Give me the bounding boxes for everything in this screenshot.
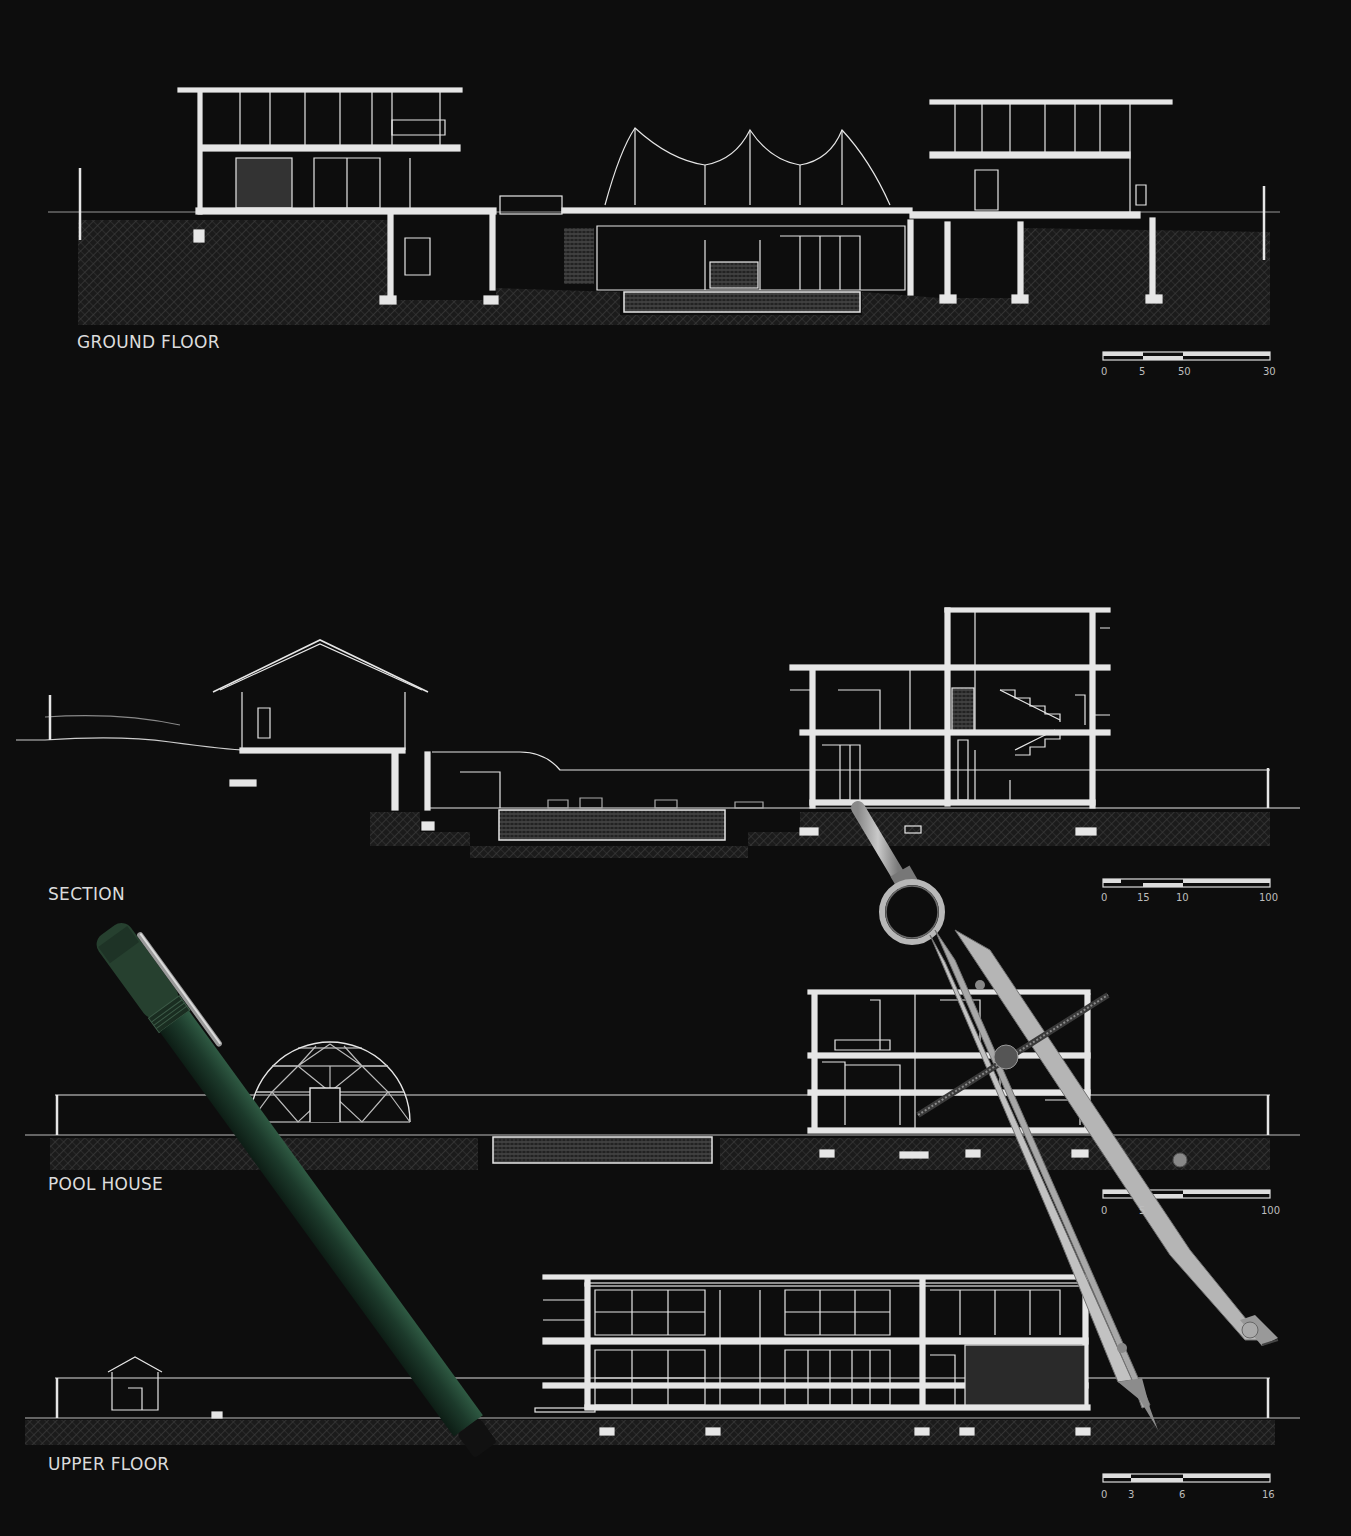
scale-number: 0 bbox=[1101, 366, 1107, 377]
scale-number: 50 bbox=[1178, 366, 1191, 377]
scale-number: 5 bbox=[1139, 366, 1145, 377]
scale-number: 0 bbox=[1101, 1205, 1107, 1216]
scale-number: 30 bbox=[1263, 366, 1276, 377]
scale-number: 15 bbox=[1137, 892, 1150, 903]
scale-number: 16 bbox=[1262, 1489, 1275, 1500]
scale-number: 0 bbox=[1101, 1489, 1107, 1500]
scale-number: 6 bbox=[1179, 1489, 1185, 1500]
drawing-title: GROUND FLOOR bbox=[77, 333, 220, 352]
scale-number: 100 bbox=[1261, 1205, 1280, 1216]
scale-number: 5 bbox=[1139, 1205, 1145, 1216]
scale-number: 3 bbox=[1128, 1489, 1134, 1500]
scale-number: 100 bbox=[1259, 892, 1278, 903]
drawing-title: SECTION bbox=[48, 885, 125, 904]
drawing-title: UPPER FLOOR bbox=[48, 1455, 169, 1474]
scale-number: 0 bbox=[1101, 892, 1107, 903]
drafting-compass bbox=[858, 808, 1278, 1430]
scale-number: 10 bbox=[1176, 892, 1189, 903]
drawing-title: POOL HOUSE bbox=[48, 1175, 163, 1194]
